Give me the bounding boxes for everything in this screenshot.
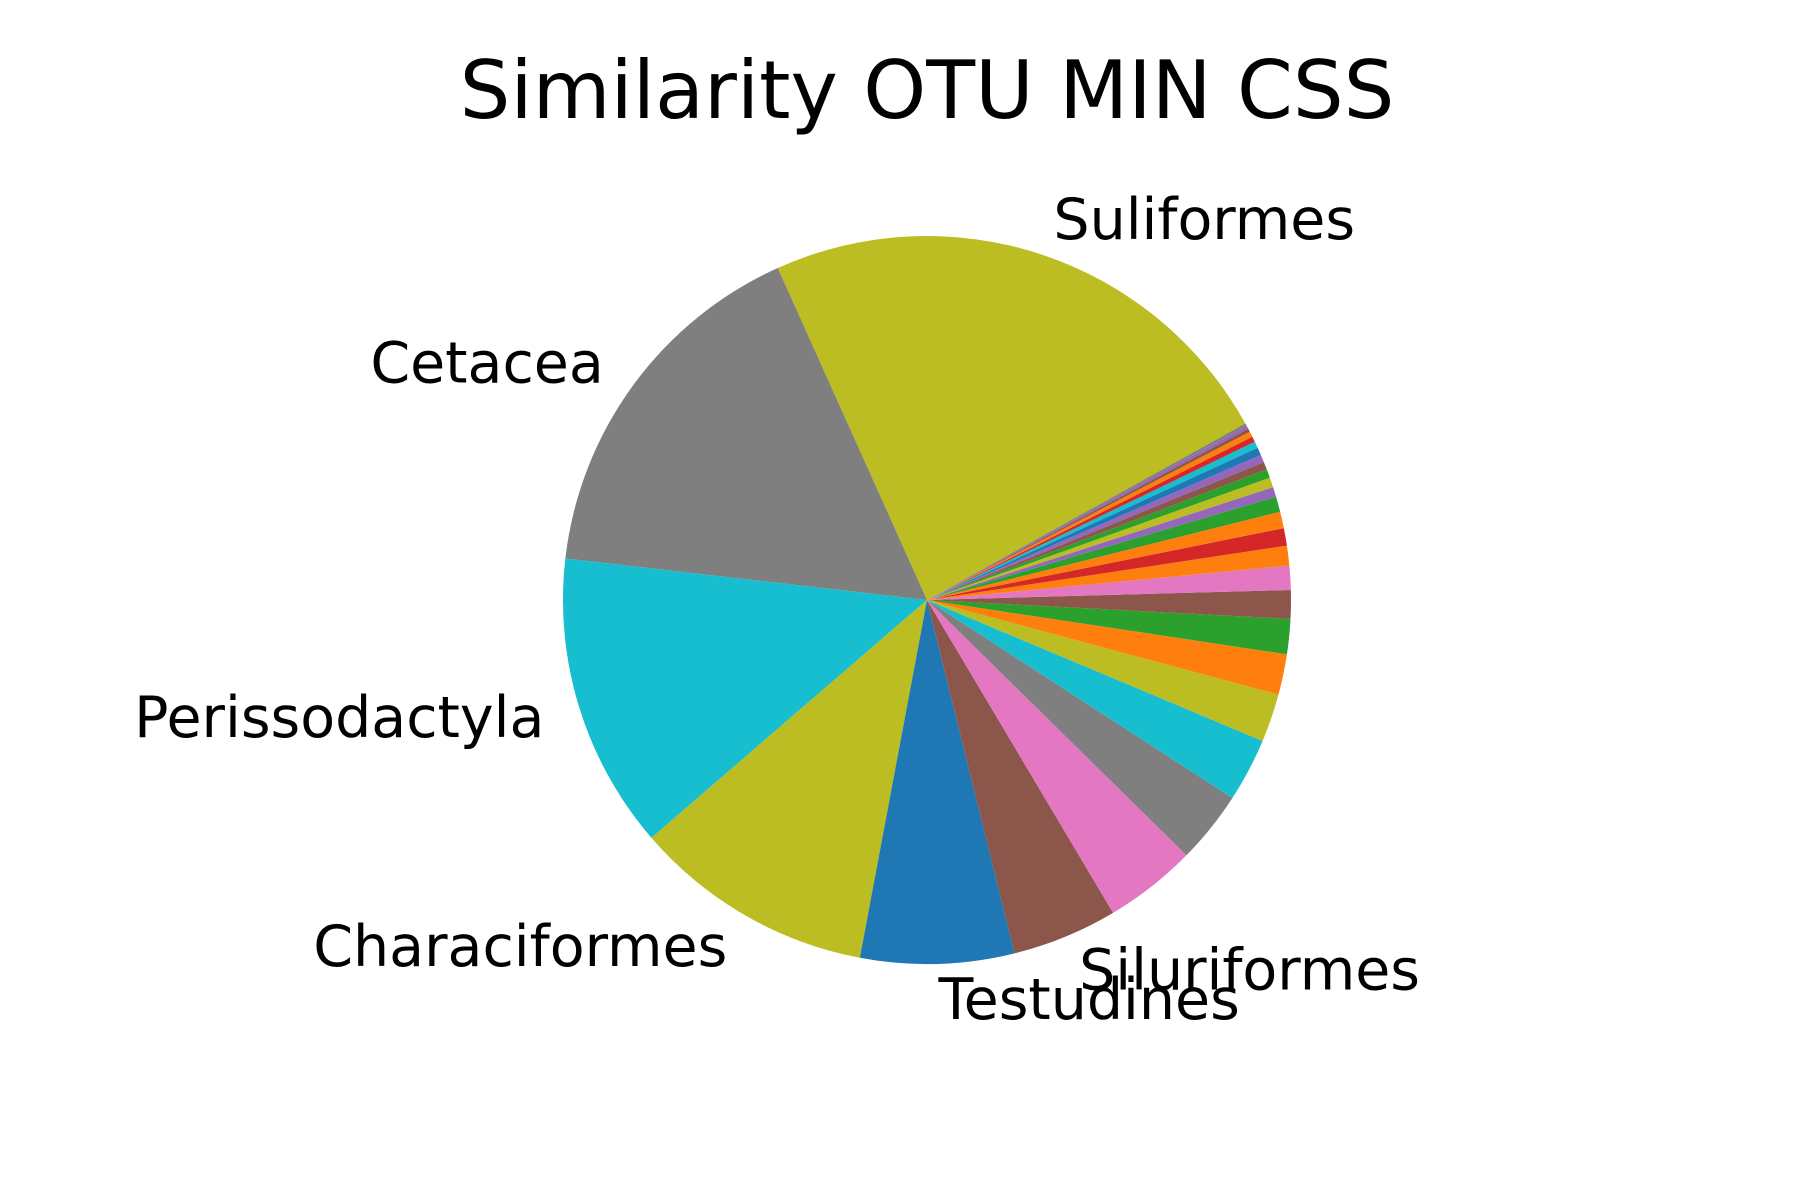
pie-slice (859, 600, 1015, 964)
pie-slice (927, 436, 1255, 600)
pie-slice (563, 558, 927, 838)
pie-slices (563, 236, 1291, 964)
pie-slice (927, 600, 1291, 655)
pie-slice (927, 565, 1291, 600)
pie-labels: SuliformesCetaceaPerissodactylaCharacifo… (134, 187, 1420, 1033)
slice-label: Perissodactyla (134, 685, 544, 751)
pie-slice (927, 600, 1287, 695)
pie-slice (565, 268, 927, 600)
pie-slice (927, 600, 1279, 741)
pie-slice (927, 528, 1287, 600)
pie-slice (927, 447, 1261, 600)
pie-slice (927, 469, 1270, 600)
slice-label: Suliformes (1053, 187, 1355, 253)
slice-label: Characiformes (313, 914, 727, 980)
pie-slice (927, 496, 1281, 600)
pie-slice (927, 477, 1274, 600)
pie-slice (927, 487, 1277, 600)
pie-slice (927, 425, 1249, 600)
pie-slice (777, 236, 1246, 600)
pie-slice (927, 600, 1263, 799)
pie-slice (927, 423, 1247, 600)
pie-slice (927, 462, 1267, 600)
pie-slice (927, 511, 1284, 600)
chart-title: Similarity OTU MIN CSS (460, 44, 1395, 137)
pie-slice (927, 589, 1291, 619)
slice-label: Cetacea (370, 331, 603, 397)
pie-slice (927, 428, 1250, 600)
pie-slice (651, 600, 927, 958)
pie-slice (927, 441, 1258, 600)
pie-slice (927, 454, 1264, 600)
pie-slice (927, 600, 1187, 913)
slice-label: Siluriformes (1079, 937, 1420, 1003)
pie-slice (927, 600, 1233, 856)
slice-label: Testudines (938, 967, 1240, 1033)
pie-slice (927, 600, 1114, 954)
pie-slice (927, 545, 1290, 600)
pie-slice (927, 431, 1253, 600)
